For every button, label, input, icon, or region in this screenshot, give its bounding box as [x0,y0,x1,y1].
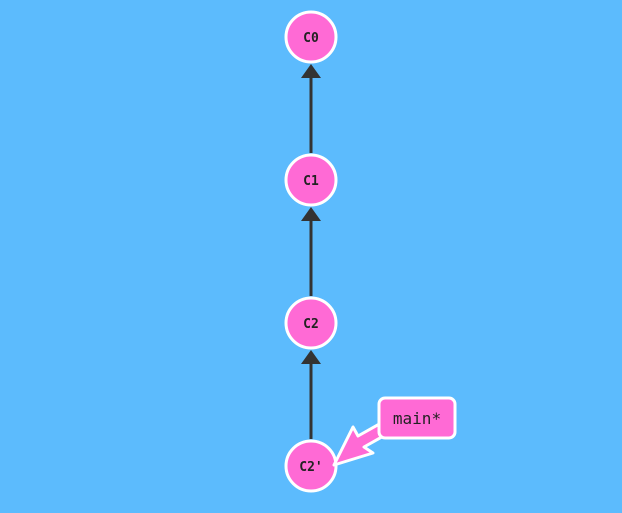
commit-node-c2[interactable]: C2 [284,296,338,350]
branch-layer: main* [332,396,457,467]
branch-label-box[interactable] [377,396,457,440]
arrowhead-c2-to-c1 [301,207,321,221]
commit-node-c1[interactable]: C1 [284,153,338,207]
commit-label-c1: C1 [303,174,319,189]
arrowhead-c2p-to-c2 [301,350,321,364]
commit-label-c0: C0 [303,31,319,46]
commit-node-c2p[interactable]: C2' [284,439,338,493]
commit-node-c0[interactable]: C0 [284,10,338,64]
commit-circle-c1 [284,153,338,207]
commit-circle-c2p [284,439,338,493]
branch-label: main* [393,409,441,428]
commit-label-c2: C2 [303,317,319,332]
commit-circle-c2 [284,296,338,350]
commit-circle-c0 [284,10,338,64]
commit-label-c2p: C2' [299,460,322,475]
arrowhead-c1-to-c0 [301,64,321,78]
edges-layer [301,64,321,439]
